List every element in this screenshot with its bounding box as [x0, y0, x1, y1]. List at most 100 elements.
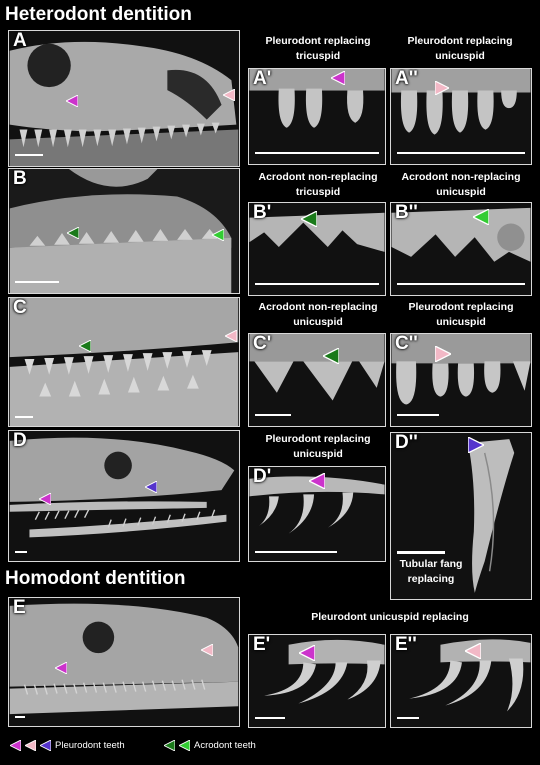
caption-d1: Pleurodont replacing unicuspid — [248, 432, 388, 462]
acrodont-marker-light — [212, 229, 224, 241]
legend-label-pleurodont: Pleurodont teeth — [55, 740, 125, 751]
caption-line: Acrodont non-replacing — [401, 171, 521, 183]
heterodont-title: Heterodont dentition — [5, 4, 192, 25]
panel-label-d1: D' — [253, 466, 272, 487]
tooth-image-d2 — [467, 439, 515, 593]
panel-c1: C' — [248, 333, 386, 427]
pleurodont-marker-pink — [435, 346, 451, 362]
tooth-image-c2 — [391, 334, 531, 405]
caption-line: Acrodont non-replacing — [258, 171, 378, 183]
tooth-image-c1 — [249, 334, 385, 401]
scale-bar — [15, 715, 25, 718]
scale-bar — [15, 280, 59, 283]
panel-label-e: E — [13, 597, 26, 618]
pleurodont-marker-blue — [145, 481, 157, 493]
legend-pleurodont: Pleurodont teeth — [10, 740, 125, 751]
panel-d: D — [8, 430, 240, 562]
skull-image-a — [9, 41, 239, 166]
skull-image-e — [9, 603, 239, 715]
acrodont-marker-dark — [164, 740, 175, 751]
scale-bar — [397, 413, 439, 416]
caption-line: tricuspid — [295, 186, 341, 198]
panel-label-b2: B'' — [395, 202, 418, 223]
caption-c2: Pleurodont replacing unicuspid — [390, 300, 532, 330]
scale-bar — [255, 550, 337, 553]
caption-e: Pleurodont unicuspid replacing — [311, 611, 469, 623]
panel-label-d: D — [13, 430, 27, 451]
acrodont-marker-dark — [67, 227, 79, 239]
caption-b2: Acrodont non-replacing unicuspid — [390, 170, 532, 200]
panel-label-a1: A' — [253, 68, 272, 89]
acrodont-marker-dark — [301, 211, 317, 227]
caption-line: unicuspid — [435, 50, 485, 62]
scale-bar — [255, 151, 379, 154]
scale-bar — [397, 716, 419, 719]
skull-image-c — [9, 298, 239, 426]
panel-a1: A' — [248, 68, 386, 165]
panel-b2: B'' — [390, 202, 532, 296]
pleurodont-marker-blue — [40, 740, 51, 751]
scale-bar — [255, 282, 379, 285]
pleurodont-marker-pink — [435, 81, 449, 95]
panel-c: C — [8, 297, 240, 427]
panel-a: A — [8, 30, 240, 167]
scale-bar — [397, 151, 525, 154]
caption-line: Tubular fang — [399, 558, 463, 570]
pleurodont-marker-pink — [223, 89, 235, 101]
tooth-image-b2 — [391, 207, 531, 262]
caption-b1: Acrodont non-replacing tricuspid — [248, 170, 388, 200]
panel-d1: D' — [248, 466, 386, 562]
panel-b1: B' — [248, 202, 386, 296]
caption-line: replacing — [407, 573, 455, 585]
panel-label-d2: D'' — [395, 432, 418, 453]
scale-bar — [397, 282, 525, 285]
scale-bar — [255, 413, 291, 416]
caption-line: unicuspid — [436, 186, 486, 198]
pleurodont-marker-pink — [25, 740, 36, 751]
panel-c2: C'' — [390, 333, 532, 427]
caption-a2: Pleurodont replacing unicuspid — [390, 34, 530, 64]
acrodont-marker-light — [179, 740, 190, 751]
skull-image-b — [9, 169, 239, 293]
pleurodont-marker-magenta — [331, 71, 345, 85]
panel-b: B — [8, 168, 240, 294]
pleurodont-marker-pink — [201, 644, 213, 656]
panel-label-a2: A'' — [395, 68, 418, 89]
acrodont-marker-light — [473, 209, 489, 225]
panel-label-c1: C' — [253, 333, 272, 354]
caption-d2: Tubular fang replacing — [391, 557, 471, 587]
caption-line: unicuspid — [293, 316, 343, 328]
caption-line: Acrodont non-replacing — [258, 301, 378, 313]
pleurodont-marker-magenta — [66, 95, 78, 107]
panel-label-b1: B' — [253, 202, 272, 223]
pleurodont-marker-blue — [468, 437, 484, 453]
caption-line: tricuspid — [295, 50, 341, 62]
tooth-image-a2 — [391, 69, 531, 135]
caption-line: Pleurodont replacing — [265, 35, 371, 47]
scale-bar — [15, 415, 33, 418]
homodont-title: Homodont dentition — [5, 568, 186, 589]
acrodont-marker-dark — [323, 348, 339, 364]
pleurodont-marker-magenta — [299, 645, 315, 661]
pleurodont-marker-magenta — [10, 740, 21, 751]
legend-acrodont: Acrodont teeth — [164, 740, 256, 751]
tooth-image-d1 — [249, 476, 385, 534]
pleurodont-marker-magenta — [309, 473, 325, 489]
panel-e1: E' — [248, 634, 386, 728]
caption-line: Pleurodont replacing — [408, 301, 514, 313]
scale-bar — [255, 716, 285, 719]
panel-label-e1: E' — [253, 634, 271, 655]
panel-label-b: B — [13, 168, 27, 189]
caption-line: unicuspid — [436, 316, 486, 328]
pleurodont-marker-pink — [225, 330, 237, 342]
tooth-image-a1 — [249, 69, 385, 128]
scale-bar — [15, 550, 27, 553]
tooth-image-e2 — [409, 639, 531, 712]
panel-d2: D'' Tubular fang replacing — [390, 432, 532, 600]
pleurodont-marker-magenta — [39, 493, 51, 505]
panel-label-c2: C'' — [395, 333, 418, 354]
acrodont-marker-dark — [79, 340, 91, 352]
scale-bar — [15, 153, 43, 156]
panel-label-a: A — [13, 30, 27, 51]
pleurodont-marker-magenta — [55, 662, 67, 674]
